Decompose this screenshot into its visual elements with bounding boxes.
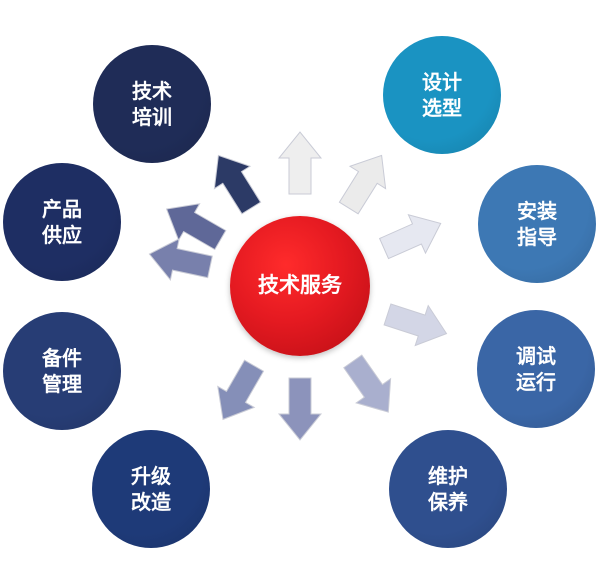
node-label-line1: 升级 (131, 464, 171, 488)
node-design: 设计 选型 (383, 36, 501, 154)
arrow-down (277, 377, 323, 441)
node-label-line2: 供应 (42, 223, 82, 247)
center-hub: 技术服务 (230, 216, 370, 356)
node-label-line2: 指导 (517, 225, 557, 249)
node-label-line2: 管理 (42, 372, 82, 396)
node-installation: 安装 指导 (478, 165, 596, 283)
node-label-line2: 保养 (428, 490, 468, 514)
node-label-line2: 改造 (131, 490, 171, 514)
node-label-line1: 维护 (428, 464, 468, 488)
node-spare-parts: 备件 管理 (3, 312, 121, 430)
arrow-to-installation (378, 214, 442, 260)
arrow-to-spare-parts (148, 237, 213, 282)
node-training: 技术 培训 (93, 45, 211, 163)
node-supply: 产品 供应 (3, 163, 121, 281)
arrow-up (277, 131, 323, 195)
center-label: 技术服务 (258, 273, 342, 298)
arrow-to-supply (165, 203, 227, 251)
arrow-to-training (213, 154, 262, 215)
node-label-line1: 设计 (422, 70, 462, 94)
node-label-line2: 运行 (516, 370, 556, 394)
node-label-line2: 培训 (132, 105, 172, 129)
node-label-line1: 产品 (42, 197, 82, 221)
node-label-line1: 安装 (517, 199, 557, 223)
arrow-to-commissioning (383, 303, 448, 347)
node-upgrade: 升级 改造 (92, 430, 210, 548)
arrow-to-maintenance (343, 354, 392, 413)
node-label-line1: 备件 (42, 346, 82, 370)
node-label-line2: 选型 (422, 96, 462, 120)
node-maintenance: 维护 保养 (389, 430, 507, 548)
arrow-to-design (338, 154, 387, 215)
node-commissioning: 调试 运行 (477, 310, 595, 428)
node-label-line1: 技术 (132, 79, 172, 103)
arrow-to-upgrade (217, 359, 265, 421)
node-label-line1: 调试 (516, 344, 556, 368)
